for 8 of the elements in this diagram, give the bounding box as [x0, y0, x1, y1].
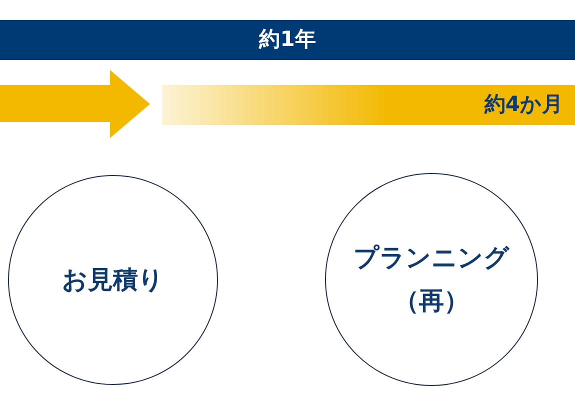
timeline-bar — [0, 20, 575, 60]
step-label: お見積り — [62, 264, 164, 296]
timeline-bar — [162, 85, 575, 125]
step-circle — [325, 173, 538, 386]
step-label: プランニング（再） — [352, 242, 510, 316]
duration-label: 約4か月 — [484, 91, 563, 118]
duration-label: 約1年 — [259, 26, 316, 54]
step-circle — [8, 175, 218, 385]
